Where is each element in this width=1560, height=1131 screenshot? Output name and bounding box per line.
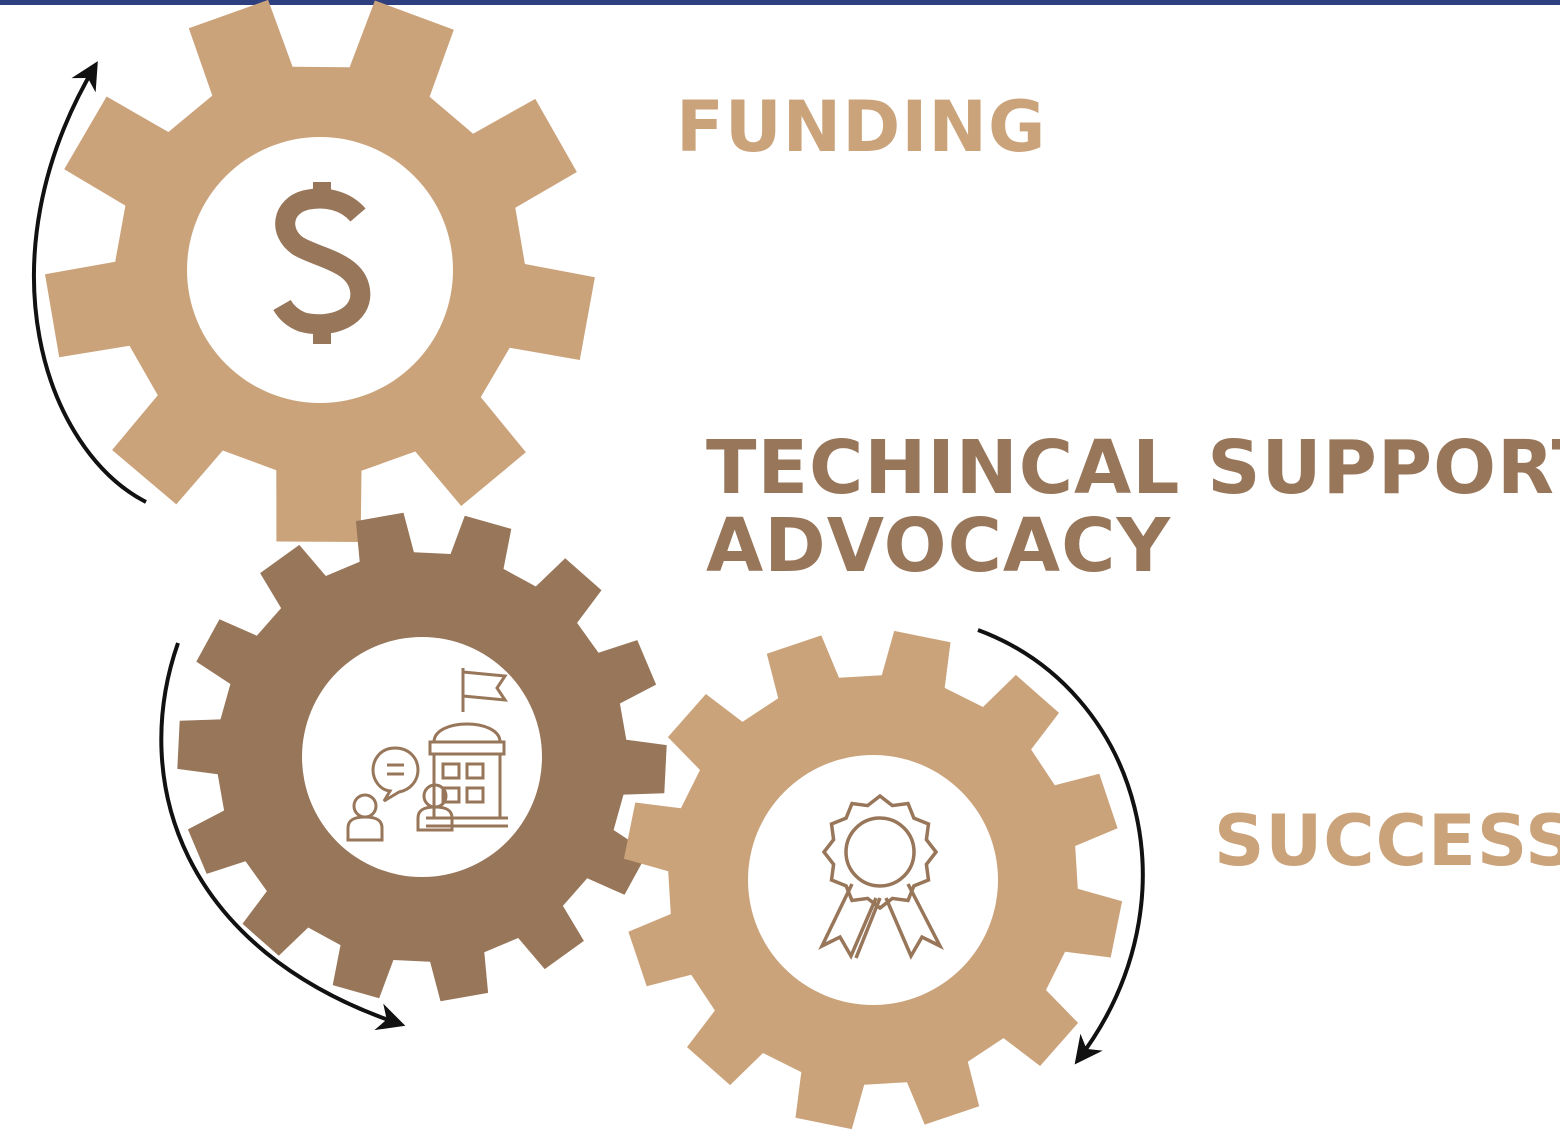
technical-support-advocacy-label: TECHINCAL SUPPORT/ ADVOCACY (706, 425, 1560, 589)
rotation-arrow-funding (31, 61, 147, 504)
people-government-building-icon (346, 668, 508, 842)
success-label: SUCCESS (1214, 800, 1560, 882)
rotation-arrow-success (977, 628, 1145, 1065)
tech-support-gear (177, 512, 667, 1002)
award-ribbon-icon (818, 793, 945, 960)
funding-gear (45, 0, 595, 542)
technical-support-label-line1: TECHINCAL SUPPORT/ (706, 425, 1560, 511)
dollar-sign-icon (273, 182, 371, 344)
success-gear (623, 630, 1123, 1130)
technical-support-label-line2: ADVOCACY (706, 502, 1172, 589)
funding-label: FUNDING (676, 86, 1047, 168)
top-border-bar (0, 0, 1560, 5)
rotation-arrow-tech (159, 642, 406, 1031)
